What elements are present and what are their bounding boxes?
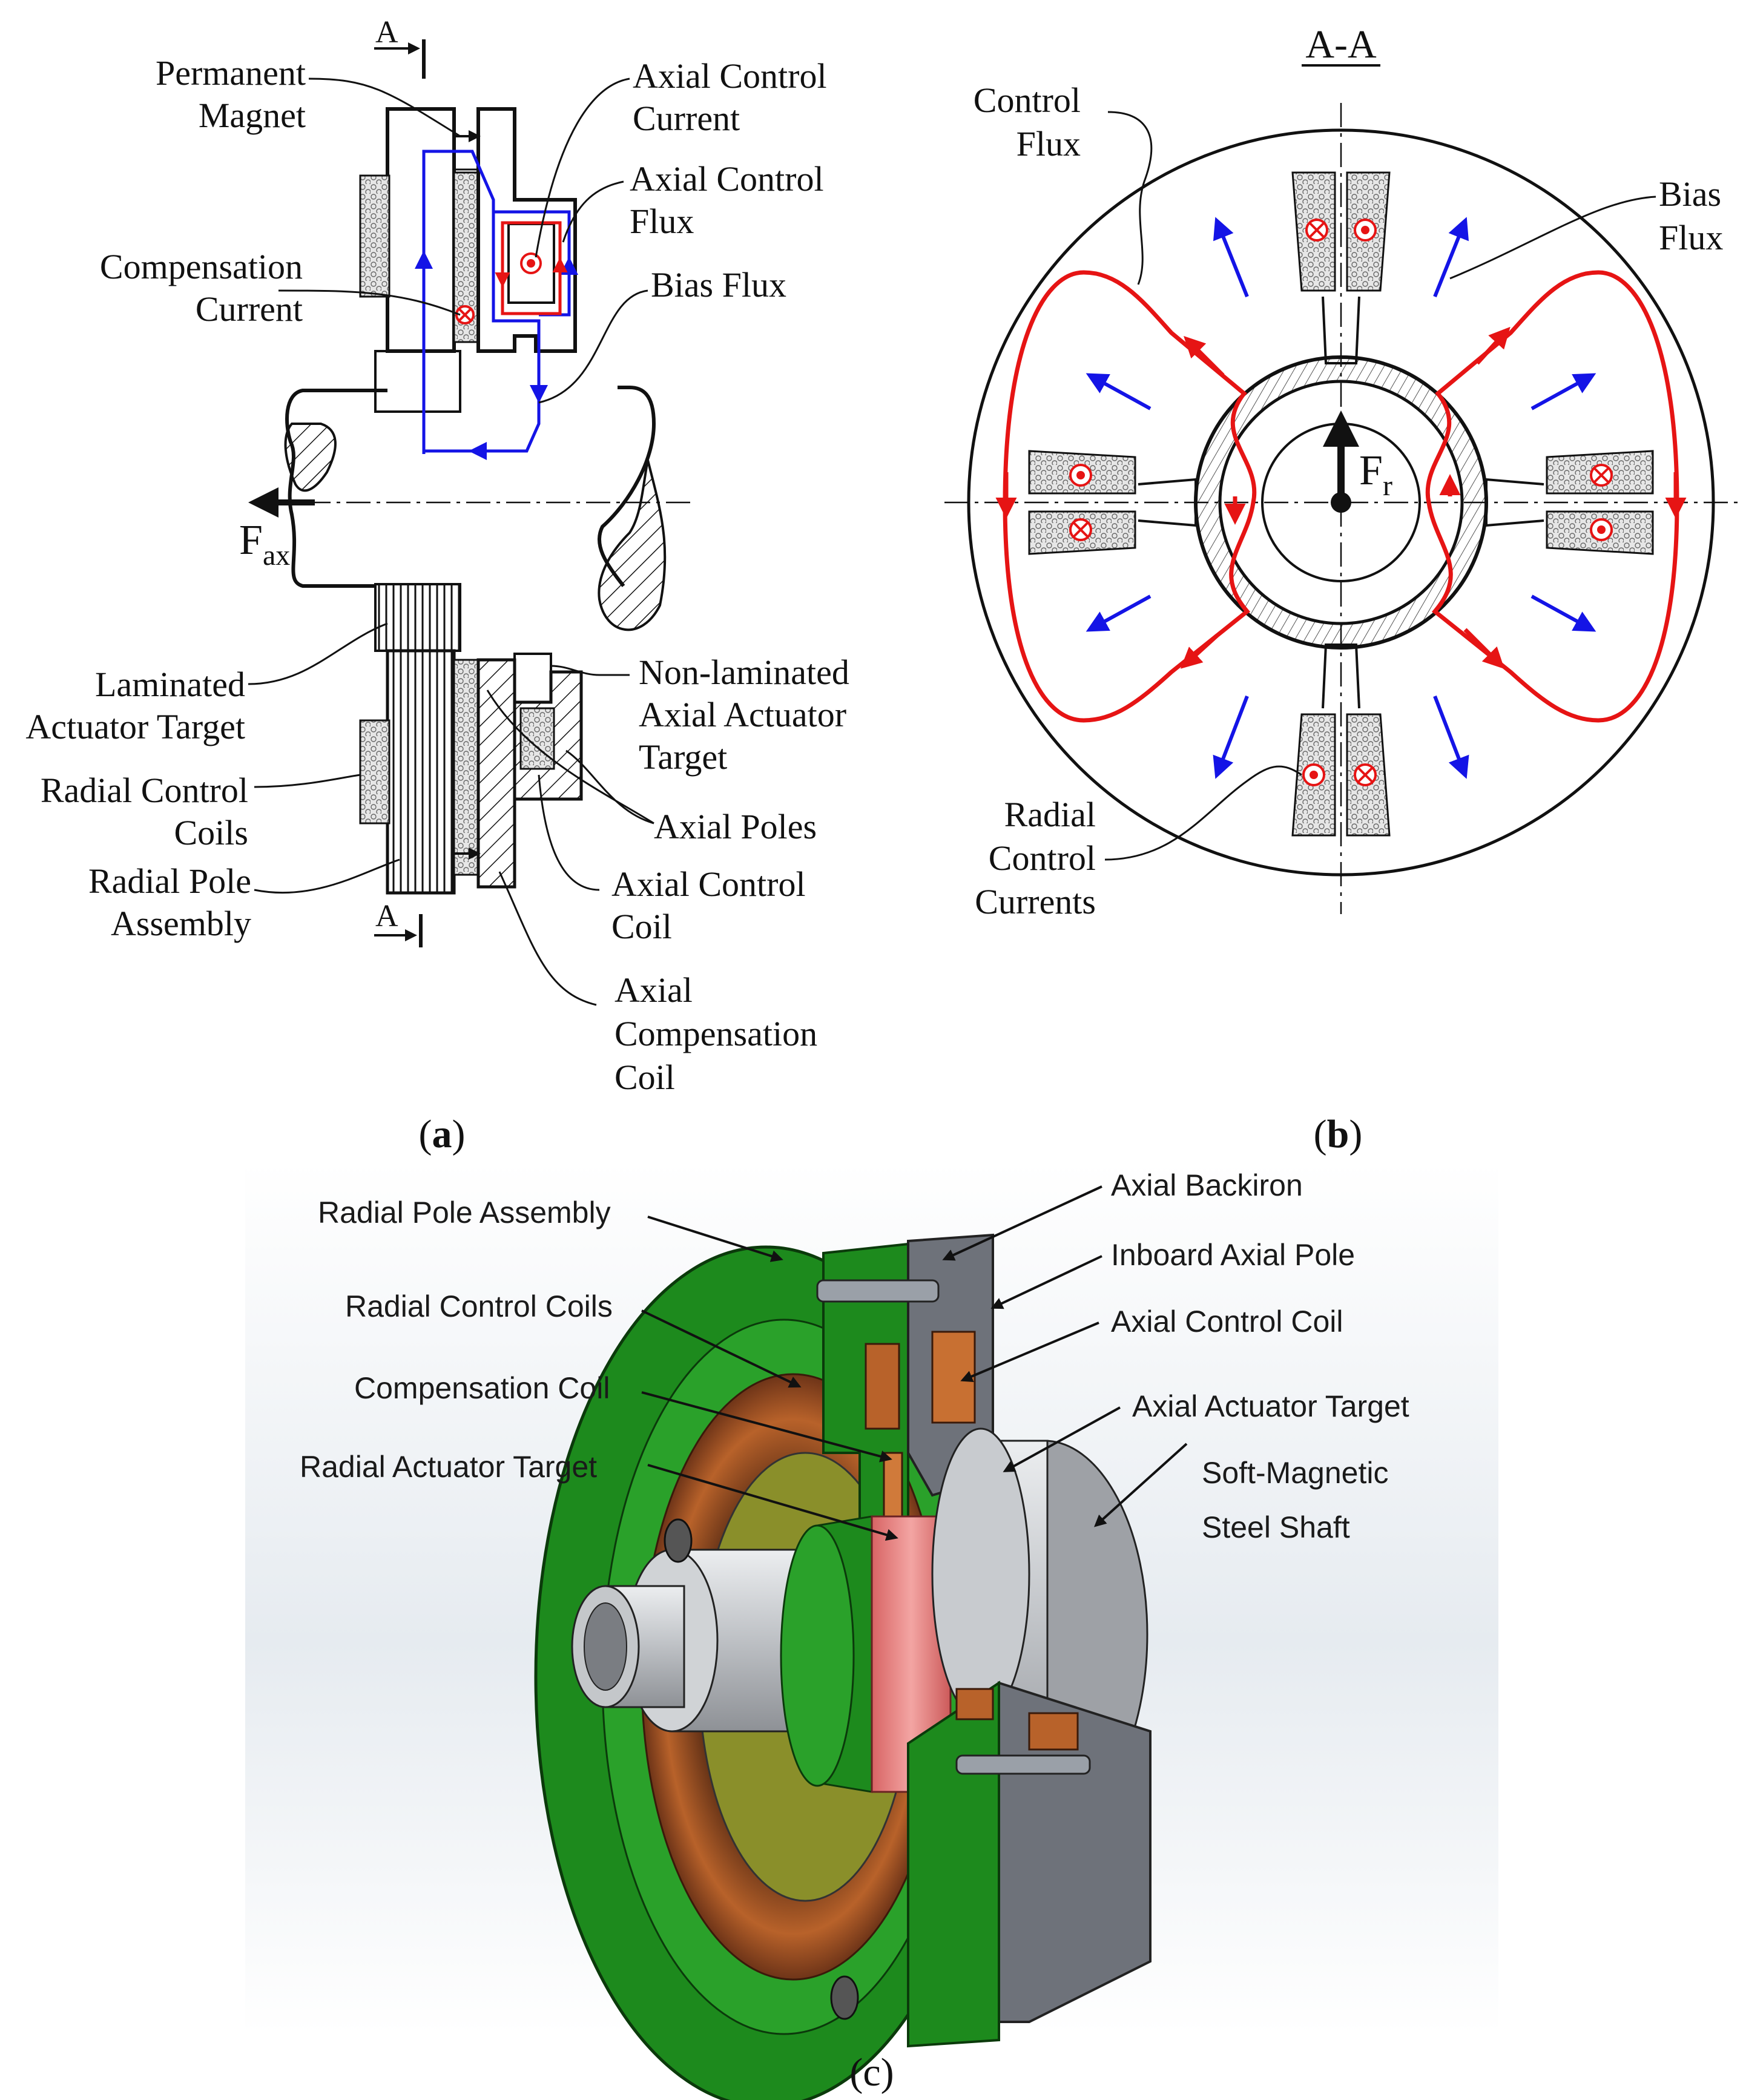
label-c-compensation-coil: Compensation Coil [354, 1371, 610, 1405]
non-laminated-target-lower [513, 653, 552, 703]
svg-text:A: A [375, 15, 398, 50]
current-out-of-page-icon [520, 252, 542, 274]
current-out-of-page-icon [1069, 464, 1092, 487]
labels-c: Radial Pole Assembly Radial Control Coil… [300, 1168, 1409, 1544]
label-c-inboard-axial-pole: Inboard Axial Pole [1111, 1238, 1355, 1272]
current-out-of-page-icon [1590, 518, 1613, 541]
shaft-hatch-left [284, 423, 337, 492]
leaders-a [248, 77, 654, 1006]
axial-pole-lower [476, 658, 516, 889]
front-shaft-bore [584, 1602, 627, 1691]
cutaway-lower-green [907, 1680, 1000, 2048]
panel-b: A-A [944, 22, 1738, 1156]
control-flux-loop-right [1425, 270, 1679, 723]
label-c-axial-control-coil: Axial Control Coil [1111, 1305, 1343, 1338]
axial-control-coil-cut [931, 1331, 976, 1424]
panel-c: Radial Pole Assembly Radial Control Coil… [245, 1162, 1498, 2100]
radial-coil-lower [359, 719, 390, 825]
section-marker-top: A [374, 15, 426, 79]
current-out-of-page-icon [1354, 219, 1377, 242]
label-c-radial-control-coils: Radial Control Coils [345, 1289, 613, 1323]
laminated-target-lower [374, 583, 461, 652]
label-bias-flux-a: Bias Flux [651, 265, 786, 304]
label-c-radial-pole-assembly: Radial Pole Assembly [318, 1196, 611, 1229]
compensation-coil-lower [453, 659, 479, 876]
current-markers-b [1069, 219, 1613, 786]
shaft-hatch-right [598, 459, 667, 631]
svg-text:Fax: Fax [239, 517, 290, 571]
radial-pole-lower [386, 649, 456, 895]
control-flux-arrows [995, 326, 1687, 669]
current-out-of-page-icon [1302, 763, 1325, 786]
section-title-aa: A-A [1305, 22, 1377, 67]
shaft-outline [285, 386, 656, 588]
laminated-target-upper [374, 350, 461, 413]
leaders-c [641, 1185, 1188, 1541]
label-force-r: Fr [1359, 447, 1392, 502]
radial-pole-upper [386, 107, 456, 353]
force-arrow-icon [1323, 410, 1359, 513]
panel-a: A A Fax [25, 15, 849, 1156]
caption-a: (a) [419, 1112, 466, 1156]
svg-text:A: A [375, 899, 398, 933]
current-into-page-icon [1305, 219, 1328, 242]
bolt-head-lower [830, 1975, 859, 2020]
backiron-bolt [816, 1279, 940, 1303]
caption-b: (b) [1314, 1112, 1363, 1156]
axial-coil-lower [519, 707, 555, 770]
label-c-axial-backiron: Axial Backiron [1111, 1168, 1303, 1202]
bolt-head-upper [664, 1518, 693, 1563]
current-into-page-icon [1069, 518, 1092, 541]
caption-c: (c) [849, 2050, 894, 2095]
label-c-axial-actuator-target: Axial Actuator Target [1132, 1389, 1409, 1423]
lower-coil-1 [1028, 1712, 1079, 1751]
radial-target-collar-face [780, 1524, 855, 1787]
bias-flux-arrows-b [1086, 217, 1596, 779]
axial-pole-upper [476, 107, 577, 353]
lower-coil-2 [955, 1688, 994, 1720]
current-into-page-icon [1590, 464, 1613, 487]
axial-actuator-target [931, 1427, 1030, 1720]
current-into-page-icon [455, 305, 475, 324]
section-marker-bottom: A [374, 899, 423, 947]
label-axial-poles: Axial Poles [654, 807, 817, 846]
control-flux-loop-left [1003, 270, 1257, 723]
bias-flux-loop-a [422, 150, 541, 454]
current-into-page-icon [1354, 763, 1377, 786]
lower-bolt [955, 1754, 1091, 1775]
radial-coil-upper [359, 174, 390, 298]
radial-coil-cut-1 [865, 1343, 900, 1430]
label-c-radial-actuator-target: Radial Actuator Target [300, 1450, 597, 1484]
